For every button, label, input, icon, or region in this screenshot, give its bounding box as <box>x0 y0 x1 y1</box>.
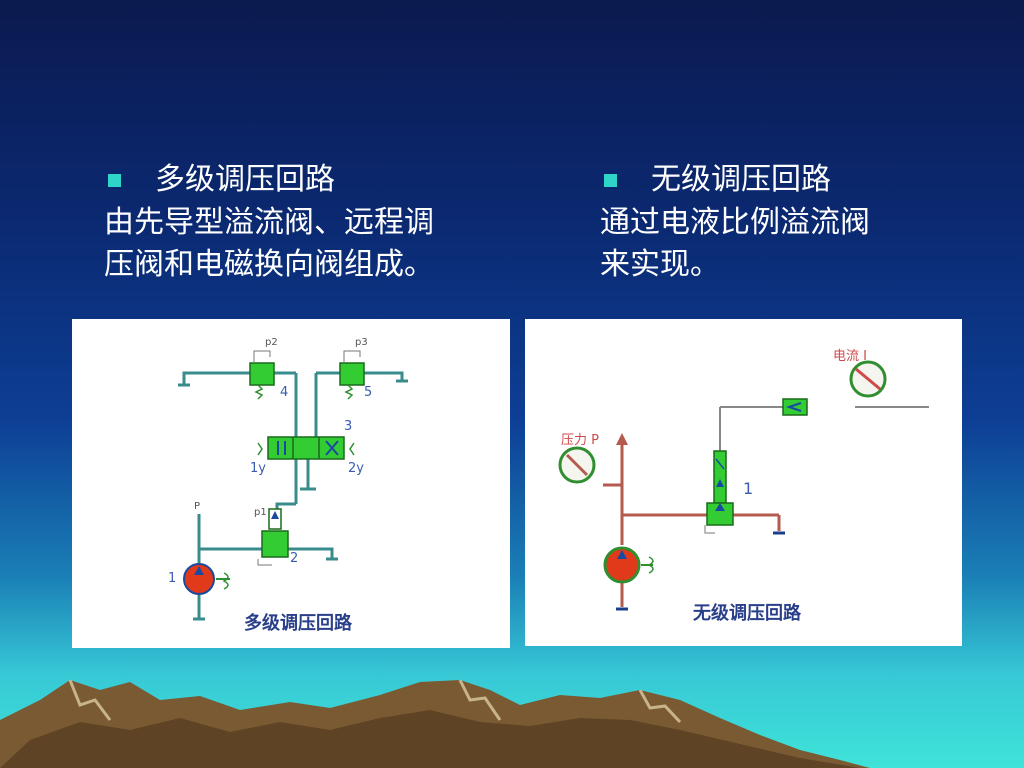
label-1y: 1y <box>250 461 266 476</box>
right-diagram-caption: 无级调压回路 <box>693 603 801 624</box>
label-4: 4 <box>280 385 289 400</box>
left-diagram-caption: 多级调压回路 <box>244 613 352 634</box>
bullet-icon <box>604 173 617 187</box>
left-text-block: 多级调压回路 由先导型溢流阀、远程调 压阀和电磁换向阀组成。 <box>104 160 504 286</box>
left-heading-line: 多级调压回路 <box>104 160 504 200</box>
label-1: 1 <box>743 479 754 498</box>
label-3: 3 <box>344 419 353 434</box>
left-heading: 多级调压回路 <box>155 162 335 197</box>
label-2y: 2y <box>348 461 364 476</box>
label-p1: p1 <box>254 507 267 518</box>
bullet-icon <box>108 173 121 187</box>
directional-valve-3 <box>257 436 355 460</box>
mountain-decoration <box>0 679 870 768</box>
right-description: 通过电液比例溢流阀 来实现。 <box>600 202 960 286</box>
label-P: P <box>194 501 201 512</box>
label-pressure: 压力 P <box>561 433 599 448</box>
stepless-circuit-svg <box>558 360 929 611</box>
left-description-line-2: 压阀和电磁换向阀组成。 <box>104 247 434 282</box>
label-current: 电流 I <box>833 349 867 364</box>
label-p2: p2 <box>265 337 278 348</box>
pump <box>603 546 654 584</box>
remote-valve-4 <box>249 362 275 386</box>
stepless-circuit-diagram: 电流 I 压力 P 1 无级调压回路 <box>525 319 962 646</box>
label-2: 2 <box>290 551 299 566</box>
label-p3: p3 <box>355 337 368 348</box>
right-description-line-1: 通过电液比例溢流阀 <box>600 205 870 240</box>
right-text-block: 无级调压回路 通过电液比例溢流阀 来实现。 <box>600 160 960 286</box>
proportional-relief-valve-1 <box>704 450 734 534</box>
right-heading-line: 无级调压回路 <box>600 160 960 200</box>
pump-1 <box>183 563 230 595</box>
label-1: 1 <box>168 571 177 586</box>
right-heading: 无级调压回路 <box>651 162 831 197</box>
label-5: 5 <box>364 385 373 400</box>
pilot-relief-valve-2 <box>257 508 289 566</box>
multi-stage-circuit-svg <box>178 350 408 621</box>
pressure-gauge <box>558 446 596 484</box>
current-gauge <box>849 360 887 398</box>
remote-valve-5 <box>339 362 365 386</box>
left-description-line-1: 由先导型溢流阀、远程调 <box>104 205 434 240</box>
multi-stage-circuit-diagram: p2 p3 4 5 3 1y 2y P p1 2 1 多级调压回路 <box>72 319 510 648</box>
left-description: 由先导型溢流阀、远程调 压阀和电磁换向阀组成。 <box>104 202 504 286</box>
right-description-line-2: 来实现。 <box>600 247 720 282</box>
